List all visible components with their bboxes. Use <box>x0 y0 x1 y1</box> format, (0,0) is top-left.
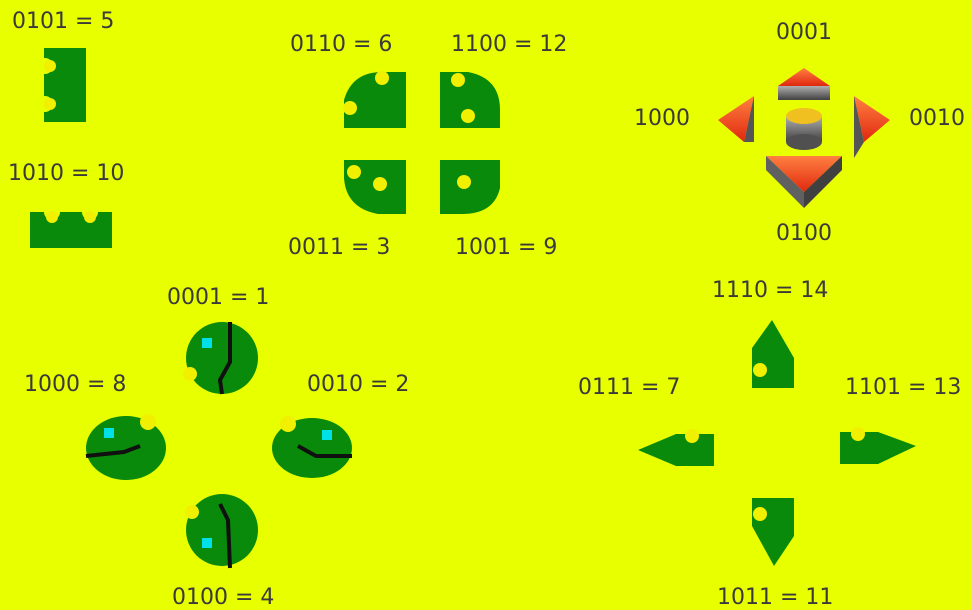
label-1010-10: 1010 = 10 <box>8 162 124 186</box>
label-0101-5: 0101 = 5 <box>12 10 114 34</box>
tile-corner-0110-icon <box>342 70 408 130</box>
label-dir-0100: 0100 <box>776 222 832 246</box>
label-0011-3: 0011 = 3 <box>288 236 390 260</box>
label-1001-9: 1001 = 9 <box>455 236 557 260</box>
label-1110-14: 1110 = 14 <box>712 279 828 303</box>
label-0010-2: 0010 = 2 <box>307 373 409 397</box>
label-dir-1000: 1000 <box>634 107 690 131</box>
label-0001-1: 0001 = 1 <box>167 286 269 310</box>
tile-tee-0111-icon <box>636 430 716 468</box>
tile-straight-vertical-icon <box>40 46 88 124</box>
label-1011-11: 1011 = 11 <box>717 586 833 610</box>
label-1101-13: 1101 = 13 <box>845 376 961 400</box>
label-0100-4: 0100 = 4 <box>172 586 274 610</box>
label-1000-8: 1000 = 8 <box>24 373 126 397</box>
tile-dead-end-0010-icon <box>268 414 354 482</box>
tile-tee-1101-icon <box>838 428 918 468</box>
tile-tee-1110-icon <box>750 318 796 390</box>
tile-corner-0011-icon <box>342 158 408 216</box>
label-dir-0001: 0001 <box>776 21 832 45</box>
tile-dead-end-1000-icon <box>84 412 170 482</box>
label-dir-0010: 0010 <box>909 107 965 131</box>
label-0110-6: 0110 = 6 <box>290 33 392 57</box>
tile-corner-1001-icon <box>438 158 502 216</box>
label-0111-7: 0111 = 7 <box>578 376 680 400</box>
tile-dead-end-0001-icon <box>182 318 262 398</box>
tile-tee-1011-icon <box>750 496 796 568</box>
tile-dead-end-0100-icon <box>182 490 262 570</box>
label-1100-12: 1100 = 12 <box>451 33 567 57</box>
direction-arrows-icon <box>716 66 892 212</box>
tile-straight-horizontal-icon <box>28 206 114 250</box>
tile-corner-1100-icon <box>438 70 502 130</box>
